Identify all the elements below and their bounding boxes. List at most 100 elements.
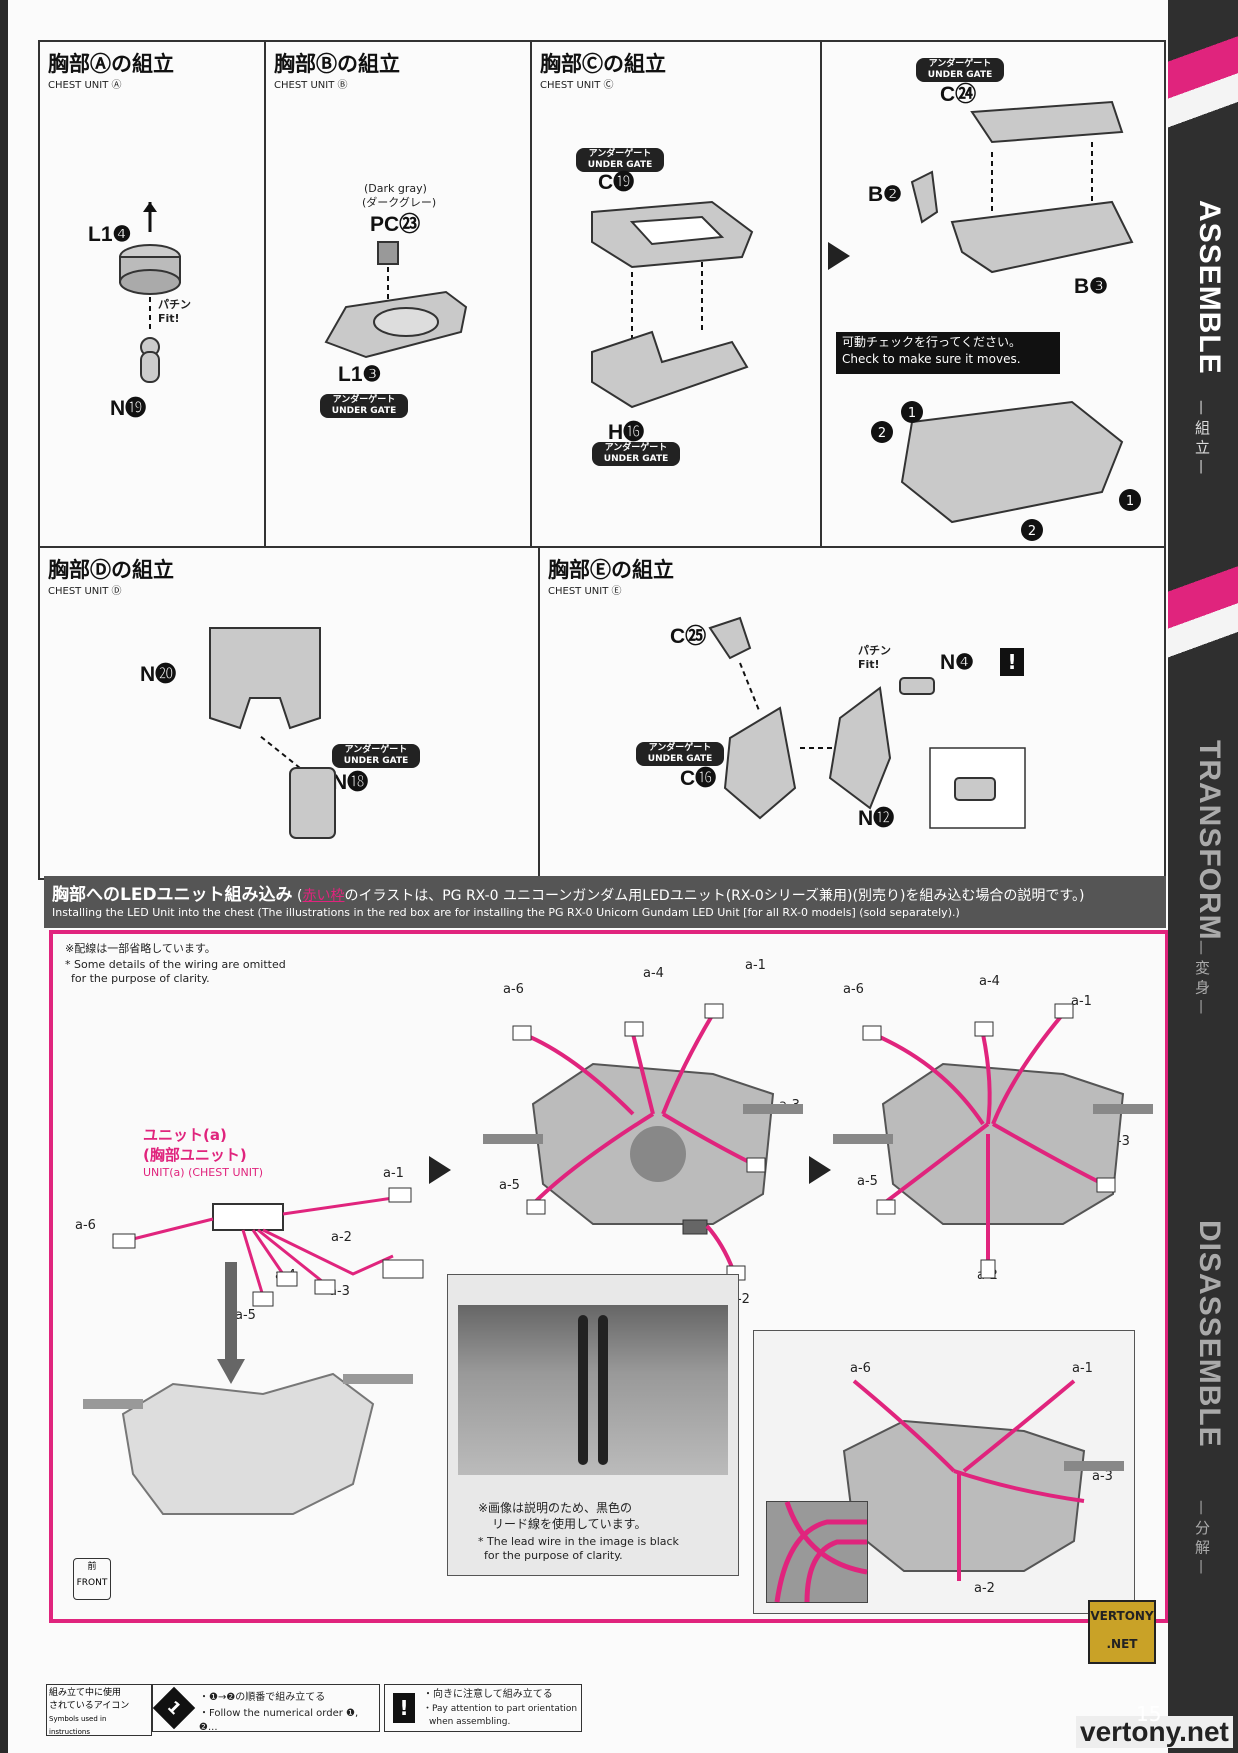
section-chest-b: 胸部Ⓑの組立 CHEST UNIT Ⓑ (Dark gray) (ダークグレー)… <box>264 40 534 550</box>
under-gate-badge: アンダーゲート UNDER GATE <box>916 58 1004 82</box>
sidebar-sub: — 変 身 — <box>1193 940 1211 1015</box>
wire-label: a-2 <box>331 1230 352 1245</box>
photo <box>458 1305 728 1475</box>
led-desc: のイラストは、PG RX-0 ユニコーンガンダム用LEDユニット(RX-0シリー… <box>344 888 1085 904</box>
led-title: 胸部へのLEDユニット組み込み <box>52 885 293 905</box>
unit-label-jp: ユニット(a) <box>143 1126 227 1144</box>
lead-wire <box>578 1315 588 1465</box>
part-label: B❷ <box>868 183 902 206</box>
orient-en: when assembling. <box>429 1717 511 1727</box>
section-subtitle: CHEST UNIT Ⓒ <box>540 80 614 91</box>
part-label: C⓳ <box>598 171 635 194</box>
step-number: 1 <box>1126 494 1134 509</box>
step-arrow <box>828 242 850 270</box>
section-subtitle: CHEST UNIT Ⓐ <box>48 80 122 91</box>
part-label: PC㉓ <box>370 213 421 236</box>
zoom-wires <box>774 1501 868 1603</box>
sidebar-sub: — 分 解 — <box>1193 1500 1211 1575</box>
page-number: 15 <box>1136 1702 1162 1726</box>
under-gate-badge: アンダーゲート UNDER GATE <box>332 744 420 768</box>
under-gate-badge: アンダーゲート UNDER GATE <box>320 394 408 418</box>
part-label: N⓬ <box>858 807 895 830</box>
photo-note-jp: リード線を使用しています。 <box>492 1517 647 1531</box>
legend-title-jp: されているアイコン <box>49 1701 130 1711</box>
orient-en: ・Pay attention to part orientation <box>423 1704 578 1714</box>
warning-icon: ! <box>393 1693 415 1723</box>
step-arrow <box>429 1156 451 1184</box>
part-label: N⓲ <box>332 771 369 794</box>
order-jp: ・❶→❷の順番で組み立てる <box>199 1692 326 1703</box>
wire-label: a-3 <box>1092 1469 1113 1484</box>
section-subtitle: CHEST UNIT Ⓓ <box>48 586 122 597</box>
led-open: ( <box>297 888 303 904</box>
part-label: B❸ <box>1074 275 1108 298</box>
sidebar-tab-assemble: ASSEMBLE <box>1193 200 1226 375</box>
wire-label: a-6 <box>75 1218 96 1233</box>
legend-title-en: Symbols used in instructions <box>49 1715 107 1736</box>
chest-wiring-drawing <box>483 1003 803 1281</box>
check-en: Check to make sure it moves. <box>842 352 1021 366</box>
sidebar-sub: — 組 立 — <box>1193 400 1211 475</box>
check-callout: 可動チェックを行ってください。 Check to make sure it mo… <box>836 332 1060 374</box>
fit-label: パチン Fit! <box>858 644 891 671</box>
part-b-drawing <box>324 241 468 359</box>
part-label: N❹ <box>940 651 974 674</box>
wire-label: a-5 <box>857 1174 878 1189</box>
section-title: 胸部Ⓓの組立 <box>48 558 174 582</box>
wire-label: a-1 <box>1071 994 1092 1009</box>
wire-label: a-2 <box>974 1581 995 1596</box>
front-jp: 前 <box>87 1562 97 1572</box>
front-icon: 前 FRONT <box>73 1558 111 1600</box>
section-title: 胸部Ⓑの組立 <box>274 52 400 76</box>
wire-label: a-5 <box>499 1178 520 1193</box>
part-label: C㉕ <box>670 625 707 648</box>
sidebar-stripe <box>1168 530 1238 710</box>
icon-legend: 組み立て中に使用 されているアイコン Symbols used in instr… <box>46 1684 152 1736</box>
detail-drawing <box>842 1379 1124 1581</box>
part-label: N⓳ <box>110 397 147 420</box>
wire-label: a-6 <box>503 982 524 997</box>
wiring-note-en: for the purpose of clarity. <box>71 972 210 985</box>
site-watermark[interactable]: vertony.net <box>1076 1716 1233 1748</box>
wire-label: a-6 <box>843 982 864 997</box>
order-legend: 1 ・❶→❷の順番で組み立てる ・Follow the numerical or… <box>152 1684 380 1733</box>
led-red-box: ※配線は一部省略しています。 * Some details of the wir… <box>49 930 1169 1623</box>
wire-label: a-4 <box>643 966 664 981</box>
led-section-header: 胸部へのLEDユニット組み込み (赤い枠のイラストは、PG RX-0 ユニコーン… <box>44 876 1166 928</box>
color-jp: (ダークグレー) <box>362 196 437 209</box>
part-label: H⓰ <box>608 421 645 444</box>
wiring-note-en: * Some details of the wiring are omitted <box>65 958 286 971</box>
photo-note-en: * The lead wire in the image is black <box>478 1535 679 1548</box>
part-c-drawing <box>591 200 754 409</box>
section-chest-e: 胸部Ⓔの組立 CHEST UNIT Ⓔ C㉕ パチン Fit! N❹ ! アンダ… <box>538 546 1166 880</box>
section-chest-a: 胸部Ⓐの組立 CHEST UNIT Ⓐ L1❹ パチン Fit! N⓳ <box>38 40 268 550</box>
part-e-drawing <box>708 616 1026 829</box>
part-label: C㉔ <box>940 83 977 106</box>
part-c2-drawing <box>910 100 1134 274</box>
part-label: L1❸ <box>338 363 382 386</box>
photo-note-en: for the purpose of clarity. <box>484 1549 623 1562</box>
step-arrow <box>809 1156 831 1184</box>
color-en: (Dark gray) <box>364 182 427 195</box>
unit-label-en: UNIT(a) (CHEST UNIT) <box>143 1166 263 1179</box>
detail-inset: a-6 a-1 a-3 a-2 <box>753 1330 1135 1614</box>
step-number: 2 <box>1028 524 1036 539</box>
order-icon: 1 <box>152 1686 196 1730</box>
photo-inset: ※画像は説明のため、黒色の リード線を使用しています。 * The lead w… <box>447 1274 739 1576</box>
check-jp: 可動チェックを行ってください。 <box>842 335 1022 349</box>
fit-label: パチン Fit! <box>158 298 191 325</box>
section-title: 胸部Ⓐの組立 <box>48 52 174 76</box>
section-chest-c: 胸部Ⓒの組立 CHEST UNIT Ⓒ アンダーゲート UNDER GATE C… <box>530 40 1166 550</box>
wire-label: a-4 <box>979 974 1000 989</box>
part-a-drawing <box>119 202 181 383</box>
wire-label: a-1 <box>383 1166 404 1181</box>
wire-label: a-1 <box>745 958 766 973</box>
section-sidebar: ASSEMBLE — 組 立 — TRANSFORM — 変 身 — DISAS… <box>1168 0 1238 1753</box>
red-box-label: 赤い枠 <box>302 888 345 904</box>
wire-label: a-5 <box>235 1308 256 1323</box>
section-subtitle: CHEST UNIT Ⓔ <box>548 586 622 597</box>
section-chest-d: 胸部Ⓓの組立 CHEST UNIT Ⓓ N⓴ アンダーゲート UNDER GAT… <box>38 546 542 880</box>
step-number: 2 <box>878 426 886 441</box>
sidebar-tab-disassemble: DISASSEMBLE <box>1193 1220 1226 1448</box>
led-unit-drawing <box>83 1187 424 1515</box>
